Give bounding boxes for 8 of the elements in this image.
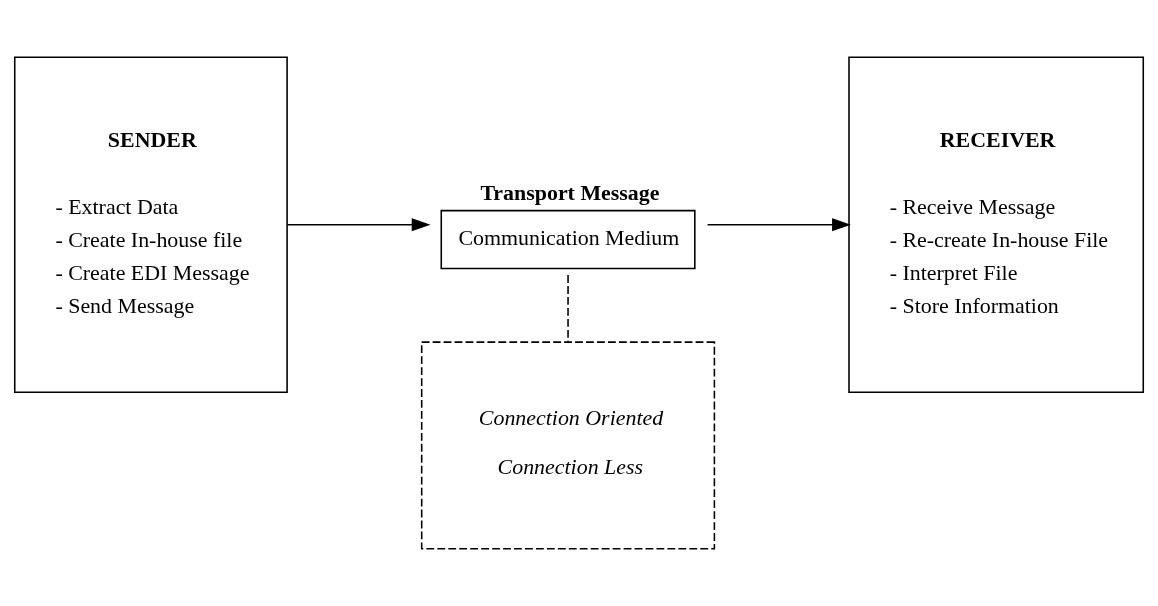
arrow (706, 218, 851, 232)
arrow (286, 218, 431, 232)
node-box: Connection Oriented Connection Less (420, 341, 716, 550)
node-box: RECEIVER - Receive Message - Re-create In-house File - Interpret File - Store Information (848, 56, 1145, 393)
node-box: Communication Medium (440, 209, 696, 270)
node-box: SENDER - Extract Data - Create In-house file - Create EDI Message - Send Message (13, 56, 288, 393)
connector (567, 274, 569, 343)
node-label: Transport Message (480, 180, 660, 206)
